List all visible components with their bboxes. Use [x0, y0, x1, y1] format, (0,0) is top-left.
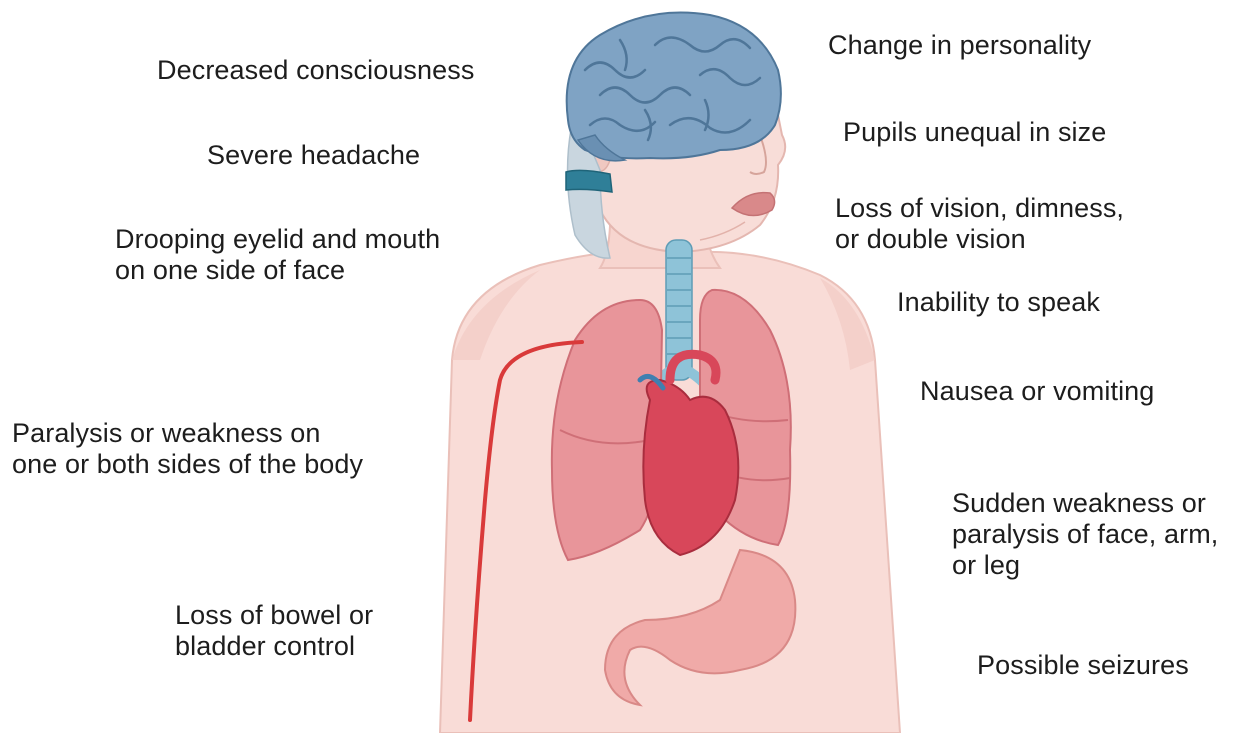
label-bowel-bladder-control: Loss of bowel or bladder control	[175, 600, 373, 662]
label-line: one or both sides of the body	[12, 449, 363, 480]
label-inability-to-speak: Inability to speak	[897, 287, 1100, 318]
label-line: paralysis of face, arm,	[952, 519, 1218, 550]
label-sudden-weakness: Sudden weakness or paralysis of face, ar…	[952, 488, 1218, 581]
label-line: Change in personality	[828, 30, 1091, 61]
label-drooping-eyelid-mouth: Drooping eyelid and mouth on one side of…	[115, 224, 440, 286]
label-line: Paralysis or weakness on	[12, 418, 363, 449]
label-line: Nausea or vomiting	[920, 376, 1154, 407]
label-line: Sudden weakness or	[952, 488, 1218, 519]
label-line: Possible seizures	[977, 650, 1189, 681]
label-paralysis-weakness: Paralysis or weakness on one or both sid…	[12, 418, 363, 480]
label-line: Loss of bowel or	[175, 600, 373, 631]
label-severe-headache: Severe headache	[207, 140, 420, 171]
label-nausea-vomiting: Nausea or vomiting	[920, 376, 1154, 407]
label-line: or leg	[952, 550, 1218, 581]
label-loss-of-vision: Loss of vision, dimness, or double visio…	[835, 193, 1124, 255]
label-decreased-consciousness: Decreased consciousness	[157, 55, 474, 86]
label-line: on one side of face	[115, 255, 440, 286]
label-possible-seizures: Possible seizures	[977, 650, 1189, 681]
headband	[566, 170, 612, 192]
brain-illustration	[567, 13, 781, 161]
label-line: Severe headache	[207, 140, 420, 171]
label-pupils-unequal: Pupils unequal in size	[843, 117, 1106, 148]
label-line: Drooping eyelid and mouth	[115, 224, 440, 255]
label-line: Pupils unequal in size	[843, 117, 1106, 148]
label-change-in-personality: Change in personality	[828, 30, 1091, 61]
label-line: Loss of vision, dimness,	[835, 193, 1124, 224]
label-line: or double vision	[835, 224, 1124, 255]
label-line: Decreased consciousness	[157, 55, 474, 86]
label-line: bladder control	[175, 631, 373, 662]
label-line: Inability to speak	[897, 287, 1100, 318]
